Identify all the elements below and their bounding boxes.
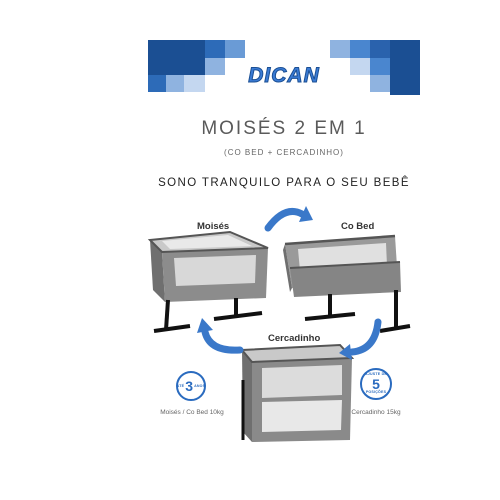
header-mosaic (148, 40, 420, 95)
co-bed-crib-image (283, 234, 411, 333)
cercadinho-crib-image (239, 343, 355, 442)
mode-label-cercadinho: Cercadinho (268, 333, 321, 344)
positions-badge: AJUSTE DE 5 POSIÇÕES (360, 368, 392, 400)
age-badge: ATÉ 3 ANOS (176, 371, 206, 401)
age-badge-prefix: ATÉ (176, 384, 185, 388)
age-badge-suffix: ANOS (194, 384, 206, 388)
mode-label-co-bed: Co Bed (341, 221, 375, 232)
page-subtitle: (CO BED + CERCADINHO) (224, 148, 344, 157)
weight-moises-co-bed: Moisés / Co Bed 10kg (160, 409, 224, 416)
weight-cercadinho: Cercadinho 15kg (351, 409, 401, 416)
page-title: MOISÉS 2 EM 1 (201, 118, 367, 139)
positions-badge-value: 5 (372, 376, 380, 392)
cycle-arrow-icon (339, 318, 382, 360)
mode-label-moises: Moisés (197, 221, 230, 232)
cycle-arrow-icon (197, 318, 244, 354)
positions-badge-prefix: AJUSTE DE (365, 372, 387, 377)
positions-badge-suffix: POSIÇÕES (365, 390, 387, 394)
brand-logo: DICAN (248, 64, 320, 88)
age-badge-value: 3 (185, 378, 194, 394)
tagline: SONO TRANQUILO PARA O SEU BEBÊ (158, 177, 410, 189)
moises-crib-image (147, 230, 269, 333)
cycle-arrow-icon (264, 206, 313, 232)
